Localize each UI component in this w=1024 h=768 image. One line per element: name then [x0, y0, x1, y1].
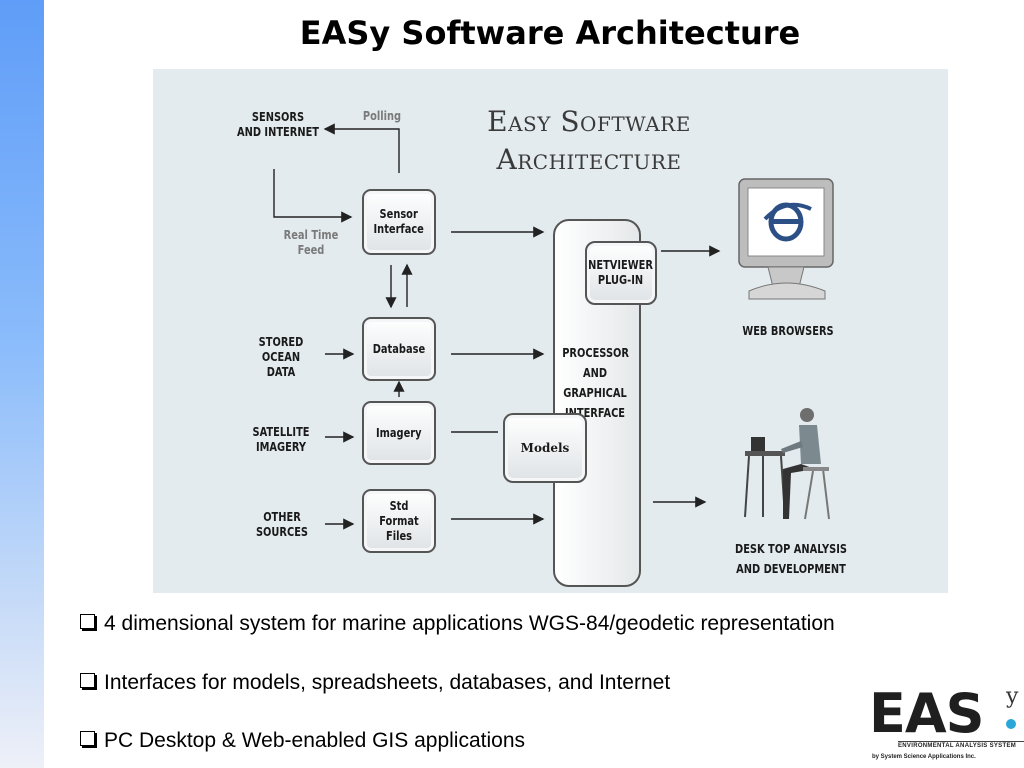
database-box: Database — [362, 317, 436, 381]
sensor-interface-box: Sensor Interface — [362, 189, 436, 255]
sensors-internet-label: SENSORS AND INTERNET — [236, 110, 320, 139]
polling-arrow — [323, 123, 400, 173]
slide-title: EASy Software Architecture — [299, 14, 801, 52]
web-browsers-label: WEB BROWSERS — [742, 324, 834, 338]
stored-ocean-data-label: STORED OCEAN DATA — [258, 335, 304, 379]
checkbox-bullet-icon — [80, 731, 95, 746]
figure-title-line-2: Architecture — [496, 143, 682, 176]
checkbox-bullet-icon — [80, 673, 95, 688]
checkbox-bullet-icon — [80, 614, 95, 629]
models-label: Models — [520, 440, 570, 455]
imagery-box: Imagery — [362, 401, 436, 465]
netviewer-plugin-label: NETVIEWER PLUG-IN — [588, 258, 654, 287]
desk-user-icon — [744, 408, 830, 520]
real-time-feed-arrow — [273, 169, 353, 223]
architecture-figure: Easy Software Architecture SENSORS AND I… — [153, 69, 948, 593]
imagery-label: Imagery — [376, 425, 422, 440]
web-browser-monitor-icon — [738, 178, 834, 300]
polling-label: Polling — [362, 109, 402, 123]
netviewer-plugin-box: NETVIEWER PLUG-IN — [585, 241, 657, 305]
desktop-analysis-label: DESK TOP ANALYSIS AND DEVELOPMENT — [735, 542, 847, 576]
real-time-feed-label: Real Time Feed — [283, 228, 339, 257]
models-box: Models — [503, 413, 587, 483]
bullet-item: Interfaces for models, spreadsheets, dat… — [80, 671, 670, 695]
diagram-connectors — [273, 123, 834, 530]
logo-main-text: EAS — [869, 682, 985, 745]
bullet-item: 4 dimensional system for marine applicat… — [80, 612, 835, 636]
logo-by-line: by System Science Applications Inc. — [872, 754, 976, 760]
logo-superscript: y — [1006, 684, 1019, 709]
processor-label: PROCESSOR AND GRAPHICAL INTERFACE — [562, 346, 629, 420]
std-format-files-box: Std Format Files — [362, 489, 436, 553]
other-sources-label: OTHER SOURCES — [255, 510, 309, 539]
sensor-interface-label: Sensor Interface — [373, 207, 425, 236]
figure-title: Easy Software Architecture — [469, 103, 709, 179]
satellite-imagery-label: SATELLITE IMAGERY — [252, 425, 310, 454]
figure-title-line-1: Easy Software — [487, 105, 691, 138]
easy-logo: EAS y ENVIRONMENTAL ANALYSIS SYSTEM by S… — [866, 682, 1024, 768]
side-decoration-strip — [0, 0, 44, 768]
std-format-files-label: Std Format Files — [379, 498, 419, 543]
logo-subtitle: ENVIRONMENTAL ANALYSIS SYSTEM — [898, 741, 1024, 749]
bullet-item: PC Desktop & Web-enabled GIS application… — [80, 729, 525, 753]
database-label: Database — [372, 341, 426, 356]
logo-dot-icon — [1006, 719, 1016, 729]
